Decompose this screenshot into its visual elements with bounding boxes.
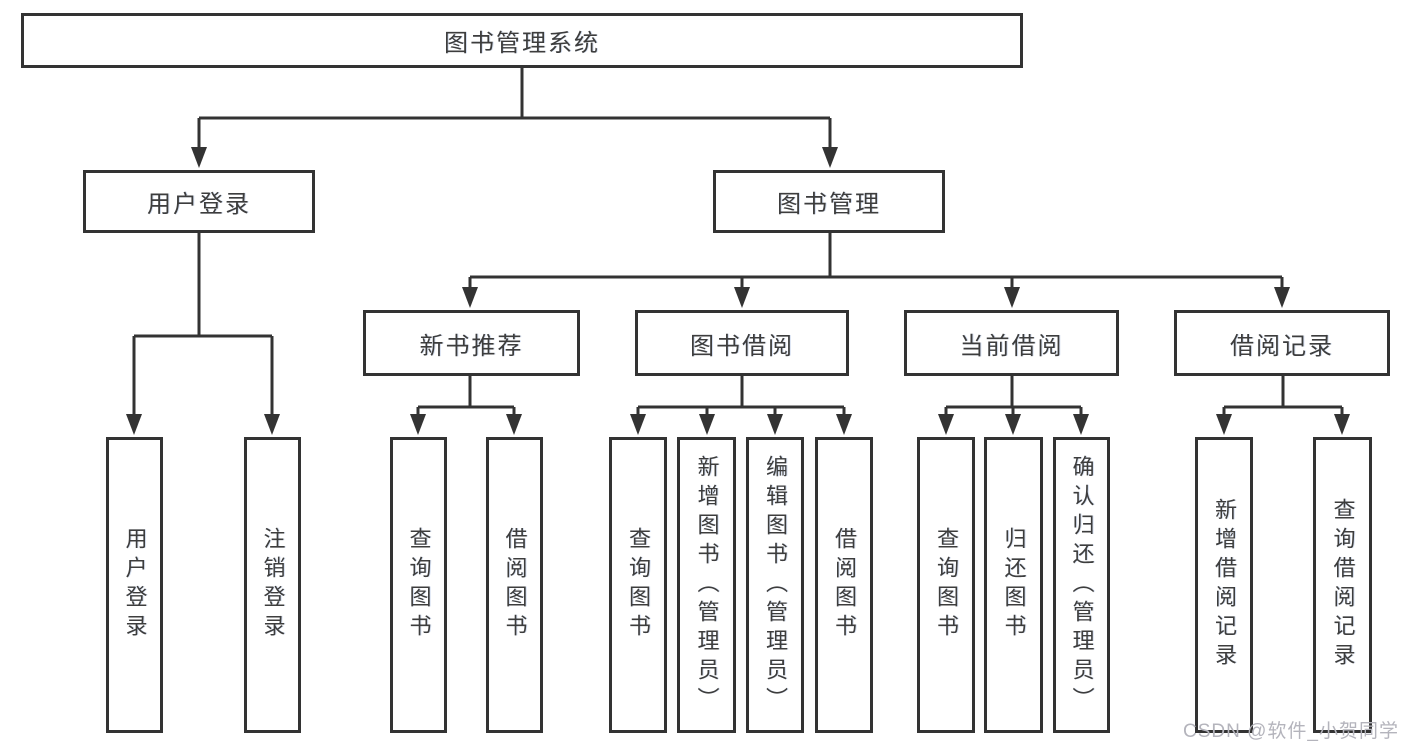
leaf-current-return-books: 归还图书 <box>984 437 1043 733</box>
node-label: 当前借阅 <box>959 332 1064 360</box>
node-label: 归还图书 <box>1001 527 1027 643</box>
node-label: 查询图书 <box>406 527 432 643</box>
node-current-borrow: 当前借阅 <box>904 310 1119 376</box>
node-label: 借阅图书 <box>832 527 857 643</box>
node-label: 用户登录 <box>122 527 148 643</box>
node-book-borrow: 图书借阅 <box>635 310 849 376</box>
leaf-borrow-borrow-books: 借阅图书 <box>815 437 873 733</box>
node-label: 图书管理系统 <box>444 30 600 57</box>
node-library-system: 图书管理系统 <box>21 13 1023 68</box>
leaf-borrow-add-books-admin: 新增图书（管理员） <box>677 437 736 733</box>
leaf-user-login: 用户登录 <box>106 437 163 733</box>
node-user-login: 用户登录 <box>83 170 315 233</box>
leaf-borrow-edit-books-admin: 编辑图书（管理员） <box>746 437 804 733</box>
node-label: 新增借阅记录 <box>1212 498 1237 672</box>
leaf-records-query-record: 查询借阅记录 <box>1313 437 1372 733</box>
node-label: 新增图书（管理员） <box>694 454 720 716</box>
node-label: 借阅图书 <box>502 527 528 643</box>
node-label: 注销登录 <box>260 527 286 643</box>
leaf-current-confirm-return-admin: 确认归还（管理员） <box>1053 437 1110 733</box>
node-label: 查询图书 <box>934 527 959 643</box>
node-label: 图书管理 <box>777 191 881 218</box>
leaf-recommend-borrow-books: 借阅图书 <box>486 437 543 733</box>
node-new-book-recommend: 新书推荐 <box>363 310 580 376</box>
node-label: 用户登录 <box>147 191 251 218</box>
csdn-watermark: CSDN @软件_小贺同学 <box>1183 721 1399 742</box>
leaf-records-add-record: 新增借阅记录 <box>1195 437 1253 733</box>
node-book-management: 图书管理 <box>713 170 945 233</box>
node-label: 查询图书 <box>626 527 651 643</box>
leaf-current-query-books: 查询图书 <box>917 437 975 733</box>
node-label: 确认归还（管理员） <box>1069 454 1095 716</box>
node-label: 图书借阅 <box>690 332 794 360</box>
node-label: 借阅记录 <box>1230 332 1334 360</box>
leaf-recommend-query-books: 查询图书 <box>390 437 447 733</box>
node-label: 查询借阅记录 <box>1330 498 1356 672</box>
node-label: 新书推荐 <box>419 332 524 360</box>
node-borrow-records: 借阅记录 <box>1174 310 1390 376</box>
leaf-borrow-query-books: 查询图书 <box>609 437 667 733</box>
node-label: 编辑图书（管理员） <box>763 454 788 716</box>
leaf-logout-login: 注销登录 <box>244 437 301 733</box>
